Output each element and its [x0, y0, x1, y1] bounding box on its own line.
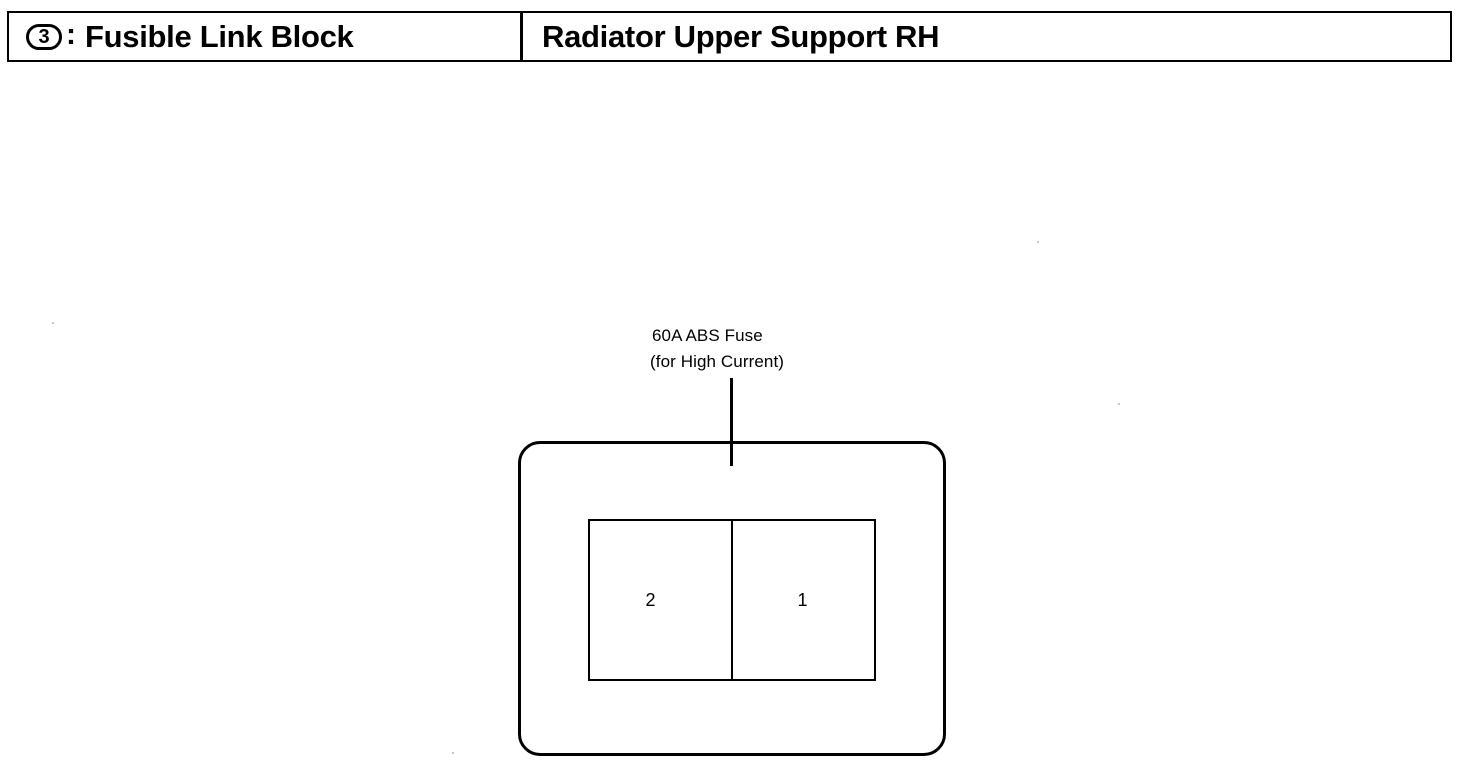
callout-leader-line	[730, 378, 733, 466]
terminal-number-label: 1	[797, 590, 808, 610]
header-title-cell: Radiator Upper Support RH	[523, 13, 1450, 60]
scan-speckle	[452, 752, 454, 754]
header-bar: 3 : Fusible Link Block Radiator Upper Su…	[7, 11, 1452, 62]
fuse-callout-line1: 60A ABS Fuse	[652, 326, 763, 345]
page-title: Radiator Upper Support RH	[542, 19, 940, 54]
fuse-terminal-1: 1	[733, 521, 874, 679]
terminal-number-label: 2	[645, 590, 656, 610]
circled-number-3-icon: 3	[26, 23, 62, 50]
fuse-terminal-2: 2	[590, 521, 733, 679]
fuse-callout-label: 60A ABS Fuse (for High Current)	[650, 323, 785, 375]
fuse-terminal-group: 2 1	[588, 519, 876, 681]
fusible-link-block-body	[518, 441, 946, 756]
scan-speckle	[52, 322, 54, 324]
marker-colon: :	[66, 17, 76, 51]
scan-speckle	[1037, 241, 1039, 243]
header-marker-cell: 3 : Fusible Link Block	[9, 13, 523, 60]
scan-speckle	[1118, 403, 1120, 405]
header-marker-label: Fusible Link Block	[85, 19, 354, 54]
fuse-callout-line2: (for High Current)	[650, 352, 785, 371]
